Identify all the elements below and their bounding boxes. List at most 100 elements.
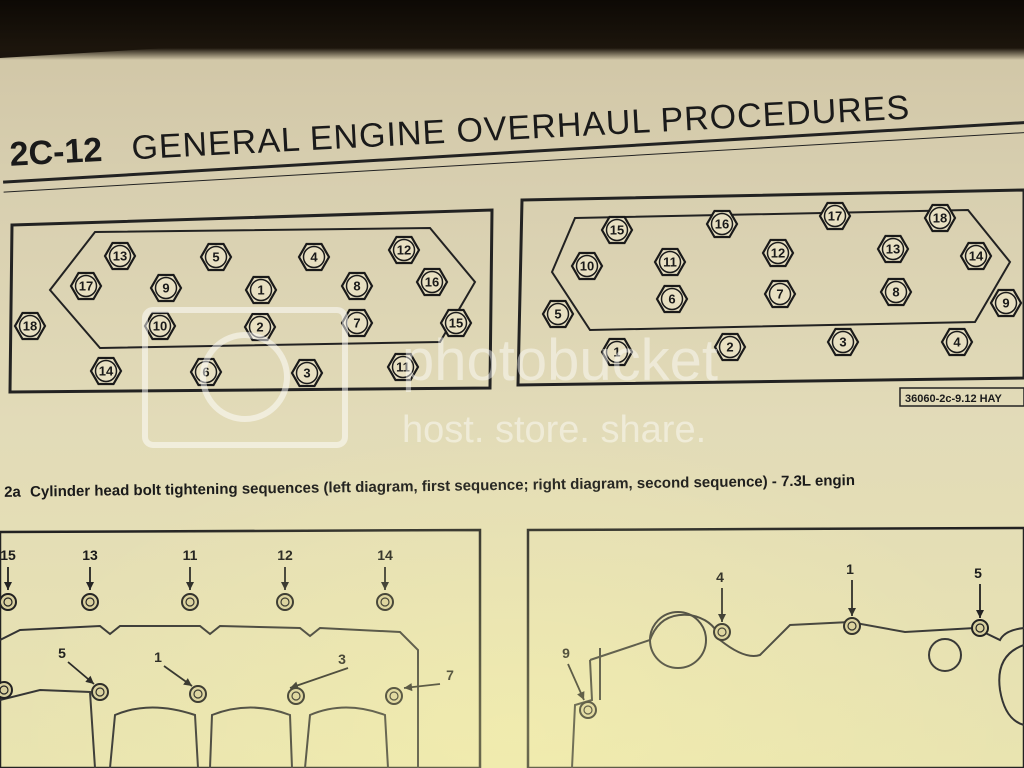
bolt-sequence-number: 4 — [953, 335, 961, 350]
figure-id-box — [899, 387, 1024, 407]
bolt-sequence-number: 16 — [425, 275, 439, 290]
bolt-hole-icon — [276, 593, 294, 611]
bolt-ring-icon — [605, 340, 629, 364]
bolt-hole-icon — [843, 617, 861, 635]
bolt-sequence-number: 8 — [892, 285, 899, 300]
bottom-right-gasket — [571, 611, 1024, 768]
bolt-ring-icon — [718, 335, 742, 359]
bolt-ring-icon — [768, 282, 792, 306]
callout-label: 9 — [562, 645, 570, 661]
bolt-hole-icon — [189, 685, 207, 703]
right-diagram-frame — [516, 188, 1024, 387]
bolt-sequence-number: 17 — [828, 209, 842, 224]
arrowhead-icon — [848, 608, 856, 616]
bolt-sequence-number: 11 — [663, 255, 677, 270]
page-number: 2C-12 — [9, 131, 103, 174]
callout-label: 1 — [846, 561, 854, 577]
bolt-hole-icon — [971, 619, 989, 637]
bolt-ring-icon — [345, 274, 369, 298]
bolt-marker: 14 — [959, 241, 993, 271]
bolt-hole-icon — [579, 701, 597, 719]
bolt-ring-icon — [249, 278, 273, 302]
left-head-outline — [48, 226, 477, 350]
arrowhead-icon — [85, 675, 94, 684]
book-shadow — [0, 0, 1024, 60]
bottom-right-frame — [526, 526, 1024, 768]
bolt-marker: 11 — [653, 247, 687, 277]
bolt-ring-icon — [945, 330, 969, 354]
arrowhead-icon — [404, 683, 413, 692]
bolt-sequence-number: 18 — [933, 211, 947, 226]
bolt-marker: 17 — [69, 271, 103, 301]
bolt-ring-icon — [823, 204, 847, 228]
bolt-ring-icon — [710, 212, 734, 236]
header-rule — [3, 121, 1024, 184]
bolt-sequence-number: 14 — [969, 249, 984, 264]
bolt-ring-icon — [994, 291, 1018, 315]
bolt-marker: 13 — [876, 234, 910, 264]
bolt-sequence-number: 14 — [99, 364, 114, 379]
bolt-marker: 9 — [989, 288, 1023, 318]
figure-caption: Cylinder head bolt tightening sequences … — [30, 472, 855, 501]
photobucket-watermark: photobucket host. store. share. — [142, 307, 718, 451]
bolt-marker: 8 — [879, 277, 913, 307]
bolt-sequence-number: 4 — [310, 250, 318, 265]
callout-label: 3 — [338, 651, 346, 667]
bolt-sequence-number: 13 — [113, 249, 127, 264]
callout-arrow — [289, 667, 349, 689]
bolt-marker: 4 — [297, 242, 331, 272]
bolt-ring-icon — [420, 270, 444, 294]
arrowhead-icon — [976, 610, 984, 618]
bolt-marker: 5 — [541, 299, 575, 329]
bolt-ring-icon — [94, 359, 118, 383]
bolt-ring-icon — [154, 276, 178, 300]
bolt-sequence-number: 12 — [397, 243, 411, 258]
bolt-marker: 6 — [655, 284, 689, 314]
callout-label: 7 — [446, 667, 454, 683]
bolt-ring-icon — [204, 245, 228, 269]
watermark-tagline: host. store. share. — [402, 409, 706, 451]
bolt-marker: 15 — [600, 215, 634, 245]
bolt-marker: 16 — [705, 209, 739, 239]
bolt-ring-icon — [964, 244, 988, 268]
bolt-ring-icon — [766, 241, 790, 265]
bolt-hole-icon — [713, 623, 731, 641]
bolt-ring-icon — [660, 287, 684, 311]
arrowhead-icon — [718, 614, 726, 622]
bolt-hole-inner-icon — [717, 627, 727, 637]
bolt-sequence-number: 12 — [771, 246, 785, 261]
arrowhead-icon — [86, 582, 94, 590]
bolt-marker: 5 — [199, 242, 233, 272]
bolt-marker: 7 — [763, 279, 797, 309]
bolt-marker: 18 — [923, 203, 957, 233]
bolt-hole-icon — [385, 687, 403, 705]
bolt-hole-inner-icon — [3, 597, 13, 607]
watermark-brand: photobucket — [402, 328, 718, 393]
bolt-hole-inner-icon — [583, 705, 593, 715]
bolt-ring-icon — [884, 280, 908, 304]
bolt-hole-inner-icon — [85, 597, 95, 607]
bolt-sequence-number: 10 — [580, 259, 594, 274]
bolt-sequence-number: 7 — [353, 316, 360, 331]
bolt-ring-icon — [18, 314, 42, 338]
bolt-ring-icon — [881, 237, 905, 261]
bolt-marker: 12 — [761, 238, 795, 268]
callout-label: 13 — [82, 547, 98, 563]
bolt-hole-inner-icon — [193, 689, 203, 699]
bolt-marker: 18 — [13, 311, 47, 341]
arrowhead-icon — [281, 582, 289, 590]
bolt-sequence-number: 8 — [353, 279, 360, 294]
arrowhead-icon — [183, 678, 192, 686]
bolt-sequence-number: 6 — [668, 292, 675, 307]
bolt-ring-icon — [148, 314, 172, 338]
left-diagram-frame — [8, 208, 494, 394]
bottom-left-block — [0, 624, 419, 768]
bolt-marker: 13 — [103, 241, 137, 271]
bolt-ring-icon — [605, 218, 629, 242]
bolt-ring-icon — [444, 311, 468, 335]
bolt-sequence-number: 10 — [153, 319, 167, 334]
bolt-marker: 1 — [600, 337, 634, 367]
